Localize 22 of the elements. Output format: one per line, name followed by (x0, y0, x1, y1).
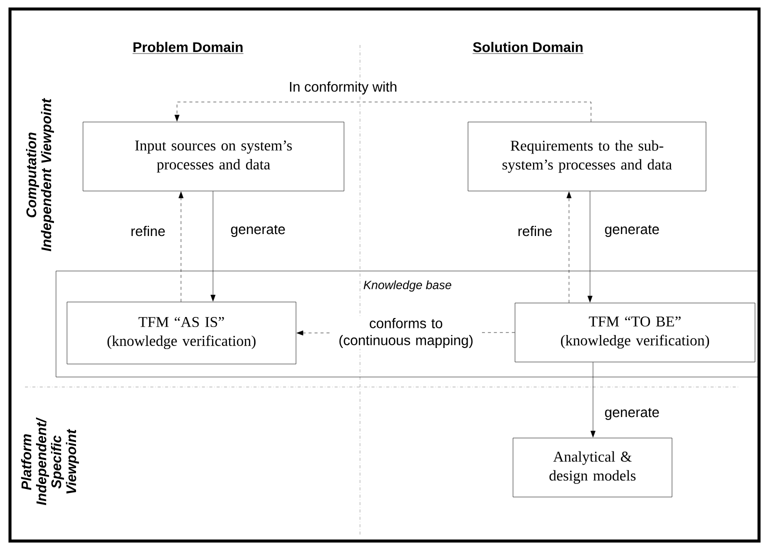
edge-label: generate (603, 407, 661, 421)
edge-label: conforms to (continuous mapping) (330, 317, 482, 349)
heading: Problem Domain (132, 42, 244, 54)
process-box: TFM “AS IS” (knowledge verification) (66, 302, 296, 364)
edge-label: refine (516, 224, 554, 238)
process-box: TFM “TO BE” (knowledge verification) (514, 302, 756, 362)
heading: Solution Domain (472, 42, 584, 54)
arrow (178, 192, 184, 302)
arrow (566, 192, 572, 303)
edge-label: generate (603, 224, 661, 238)
process-box: Input sources on system’s processes and data (82, 122, 344, 192)
arrow (590, 362, 596, 438)
arrow (174, 102, 592, 122)
edge-label: In conformity with (288, 80, 398, 96)
arrow (210, 191, 216, 302)
arrow (588, 191, 592, 302)
process-box: Requirements to the sub-system’s processes and data (468, 122, 706, 192)
viewpoint-label: Platform Independent/ Specific Viewpoint (21, 417, 79, 506)
edge-label: refine (130, 224, 166, 238)
process-box: Analytical & design models (512, 438, 672, 498)
edge-label: generate (229, 224, 287, 238)
viewpoint-label: Computation Independent Viewpoint (26, 98, 54, 252)
